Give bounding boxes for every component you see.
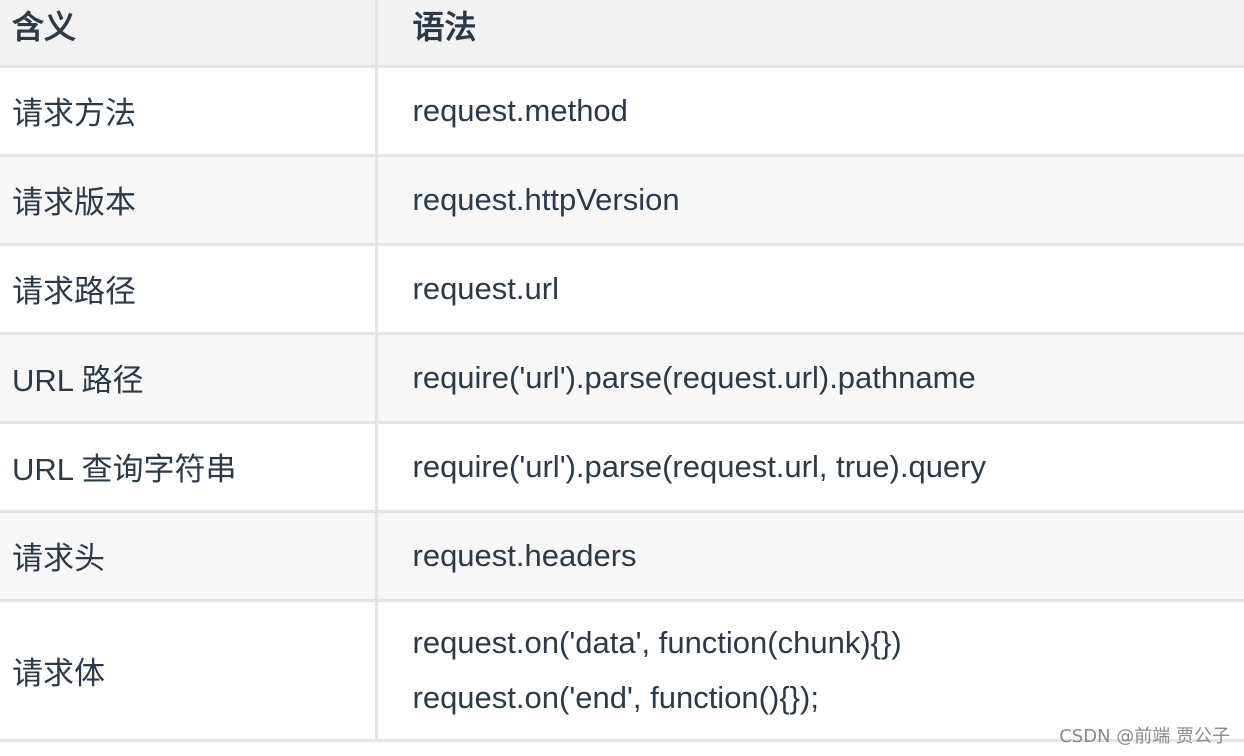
meaning-cell: 请求头 — [0, 511, 376, 602]
syntax-line: request.on('data', function(chunk){}) — [412, 625, 902, 660]
syntax-cell: request.headers — [374, 511, 1244, 602]
table-row: 请求版本 request.httpVersion — [0, 155, 1244, 246]
table-row: URL 路径 require('url').parse(request.url)… — [0, 333, 1244, 424]
syntax-cell: request.method — [374, 66, 1244, 157]
table-row: 请求头 request.headers — [0, 511, 1244, 602]
syntax-line: request.on('end', function(){}); — [412, 680, 819, 715]
header-syntax: 语法 — [374, 0, 1244, 68]
table-header-row: 含义 语法 — [0, 0, 1244, 68]
syntax-cell: require('url').parse(request.url, true).… — [374, 422, 1244, 513]
syntax-cell: request.url — [374, 244, 1244, 335]
meaning-cell: 请求路径 — [0, 244, 376, 335]
meaning-cell: 请求方法 — [0, 66, 376, 157]
syntax-cell: require('url').parse(request.url).pathna… — [374, 333, 1244, 424]
meaning-cell: 请求版本 — [0, 155, 376, 246]
meaning-cell: URL 路径 — [0, 333, 376, 424]
syntax-cell: request.on('data', function(chunk){}) re… — [374, 600, 1244, 742]
table-row: 请求方法 request.method — [0, 66, 1244, 157]
header-meaning: 含义 — [0, 0, 376, 68]
meaning-cell: 请求体 — [0, 600, 376, 742]
table-row: 请求体 request.on('data', function(chunk){}… — [0, 600, 1244, 742]
table-row: 请求路径 request.url — [0, 244, 1244, 335]
syntax-cell: request.httpVersion — [374, 155, 1244, 246]
meaning-cell: URL 查询字符串 — [0, 422, 376, 513]
watermark: CSDN @前端 贾公子 — [1059, 726, 1230, 747]
table-row: URL 查询字符串 require('url').parse(request.u… — [0, 422, 1244, 513]
